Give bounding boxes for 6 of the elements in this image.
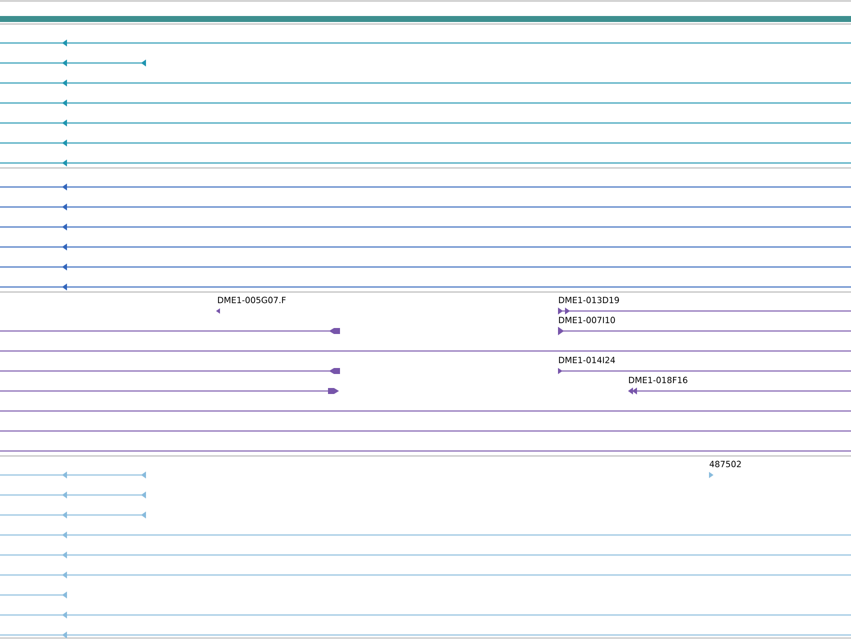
feature-label: DME1-018F16 [629, 376, 688, 384]
feature-label: DME1-007I10 [559, 316, 615, 324]
feature-label: 487502 [710, 460, 741, 468]
feature-label: DME1-013D19 [559, 296, 619, 304]
feature-label: DME1-014I24 [559, 356, 615, 364]
feature-label: DME1-005G07.F [218, 296, 286, 304]
